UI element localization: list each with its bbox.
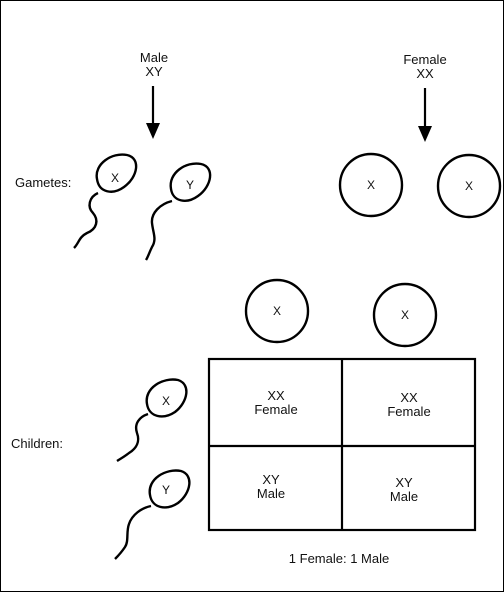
egg-x-left-letter: X — [366, 178, 376, 192]
egg-x-left-icon — [338, 152, 404, 218]
cell-sex: Male — [256, 486, 286, 501]
punnett-egg-left-letter: X — [272, 304, 282, 318]
punnett-sperm-x-icon — [116, 378, 188, 463]
cell-genotype: XY — [395, 475, 413, 490]
punnett-egg-left-icon — [244, 278, 310, 344]
punnett-sperm-y-letter: Y — [161, 483, 171, 497]
cell-genotype: XX — [267, 388, 285, 403]
punnett-sperm-x-letter: X — [161, 394, 171, 408]
egg-x-right-icon — [436, 153, 502, 219]
female-arrow-icon — [418, 88, 432, 142]
cell-sex: Male — [389, 489, 419, 504]
punnett-egg-right-letter: X — [400, 308, 410, 322]
male-parent-sex-label: Male — [139, 50, 169, 65]
female-parent-sex-label: Female — [403, 52, 447, 67]
punnett-cell-1-0: XY Male — [257, 473, 285, 501]
sperm-x-letter: X — [110, 171, 120, 185]
sperm-y-icon — [144, 162, 212, 261]
sperm-y-letter: Y — [185, 178, 195, 192]
cell-genotype: XX — [400, 390, 418, 405]
punnett-cell-0-1: XX Female — [387, 391, 430, 419]
cell-genotype: XY — [262, 472, 280, 487]
cell-sex: Female — [254, 402, 298, 417]
offspring-ratio-label: 1 Female: 1 Male — [288, 551, 390, 566]
punnett-sperm-y-icon — [114, 469, 191, 560]
female-parent-genotype-label: XX — [416, 66, 434, 81]
male-parent-genotype-label: XY — [145, 64, 163, 79]
male-arrow-icon — [146, 86, 160, 139]
children-label: Children: — [11, 436, 64, 451]
cell-sex: Female — [387, 404, 431, 419]
punnett-cell-0-0: XX Female — [254, 389, 297, 417]
punnett-grid — [207, 357, 477, 532]
gametes-label: Gametes: — [15, 175, 72, 190]
sperm-x-icon — [73, 153, 138, 249]
egg-x-right-letter: X — [464, 179, 474, 193]
punnett-egg-right-icon — [372, 282, 438, 348]
punnett-cell-1-1: XY Male — [390, 476, 418, 504]
